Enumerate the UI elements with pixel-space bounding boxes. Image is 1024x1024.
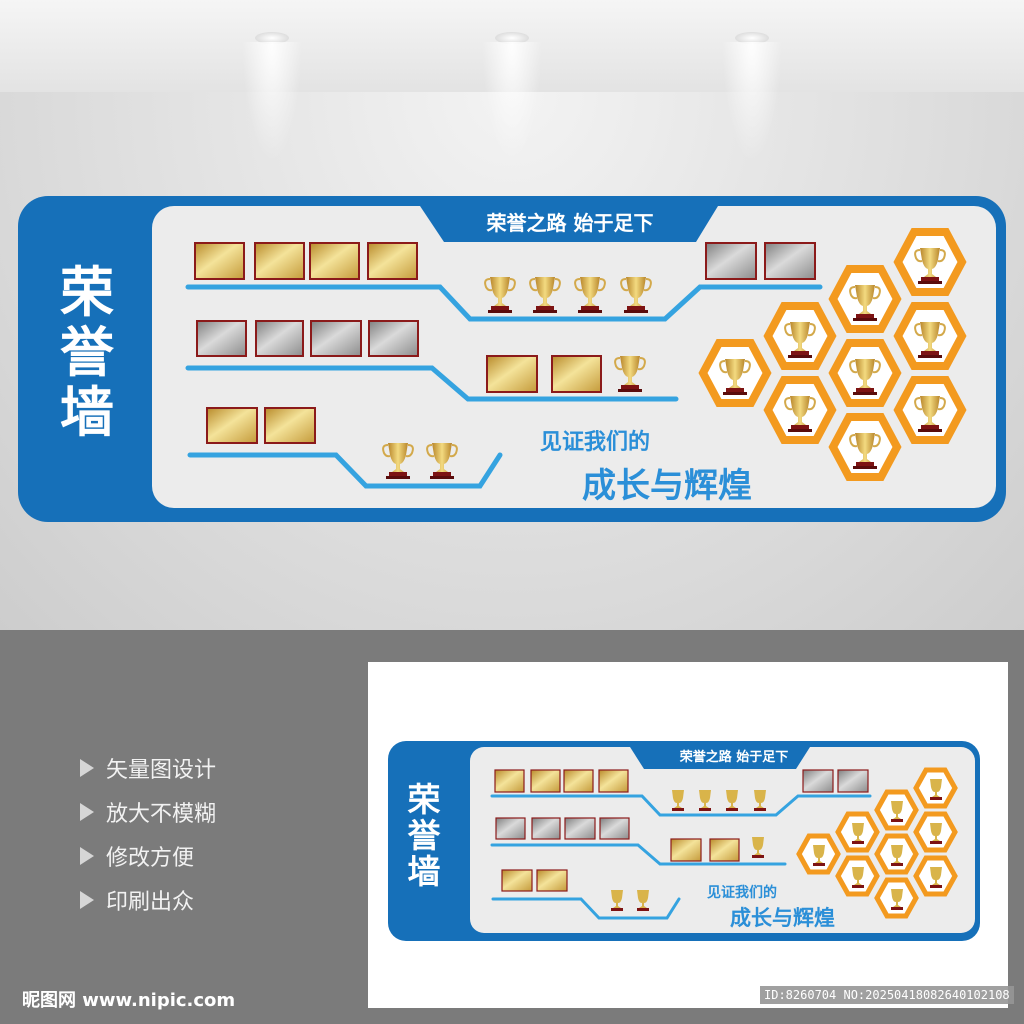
wall-banner: 荣誉之路 始于足下 — [486, 211, 654, 235]
triangle-bullet-icon — [80, 891, 94, 909]
wall-title: 荣誉墙 — [60, 260, 114, 444]
site-watermark: 昵图网 www.nipic.com — [22, 990, 236, 1011]
wall-slogan: 成长与辉煌 — [582, 466, 752, 506]
light-beam — [242, 42, 302, 162]
plaques-row-1 — [194, 242, 816, 280]
triangle-bullet-icon — [80, 803, 94, 821]
triangle-bullet-icon — [80, 759, 94, 777]
honor-wall-main — [18, 196, 1006, 522]
image-id-label: ID:8260704 NO:20250418082640102108 — [760, 986, 1014, 1004]
feature-item: 放大不模糊 — [80, 796, 216, 828]
preview-slogan: 成长与辉煌 — [730, 906, 835, 930]
preview-title: 荣誉墙 — [407, 780, 441, 891]
preview-banner: 荣誉之路 始于足下 — [679, 750, 789, 765]
plaques-row-3 — [206, 407, 316, 444]
feature-item: 印刷出众 — [80, 884, 194, 916]
shelf-lines — [185, 284, 823, 489]
triangle-bullet-icon — [80, 847, 94, 865]
wall-subtitle: 见证我们的 — [540, 430, 651, 455]
spotlight — [495, 32, 529, 44]
preview-wall — [388, 741, 980, 941]
plaques-row-2 — [196, 320, 602, 393]
light-beam — [722, 42, 782, 162]
spotlight — [255, 32, 289, 44]
spotlight — [735, 32, 769, 44]
preview-subtitle: 见证我们的 — [707, 885, 777, 901]
feature-item: 修改方便 — [80, 840, 194, 872]
feature-item: 矢量图设计 — [80, 752, 216, 784]
light-beam — [482, 42, 542, 162]
banner-tab — [420, 206, 718, 242]
